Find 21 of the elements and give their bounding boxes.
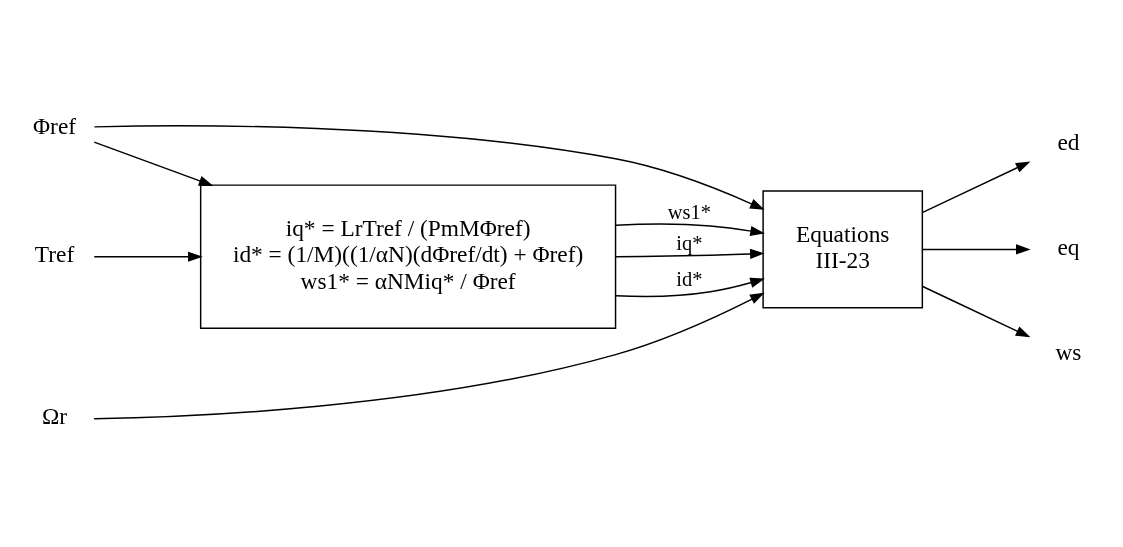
- node-text: Tref: [34, 241, 75, 268]
- arrow: [922, 244, 1031, 255]
- arrow: [614, 248, 765, 260]
- node-box: Equations III-23: [762, 190, 924, 309]
- node-text: ed: [1057, 128, 1080, 155]
- arrow: [93, 125, 765, 210]
- edge-label: id*: [676, 268, 703, 291]
- arrow: [93, 141, 214, 186]
- node-box: iq* = LrTref / (PmMΦref) id* = (1/M)((1/αN)(dΦref/dt) + Φref) ws1* = αNMiq* / Φref: [199, 184, 617, 329]
- node-text: ws: [1055, 339, 1082, 366]
- arrow: [615, 277, 765, 298]
- arrow: [615, 223, 765, 237]
- edge-label: iq*: [676, 231, 703, 254]
- arrow: [922, 161, 1031, 214]
- node-text: Ωr: [42, 403, 68, 430]
- node-text: Φref: [33, 112, 77, 139]
- arrow: [93, 251, 203, 262]
- arrow: [922, 285, 1031, 338]
- edge-label: ws1*: [667, 201, 711, 224]
- node-text: eq: [1057, 233, 1080, 260]
- arrow: [93, 292, 765, 420]
